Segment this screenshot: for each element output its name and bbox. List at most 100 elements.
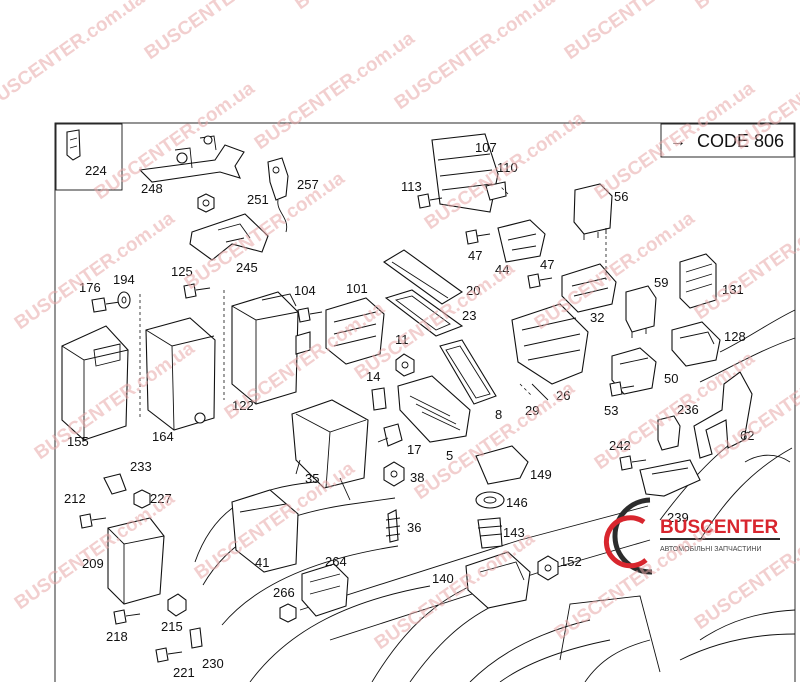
part-146 — [475, 491, 505, 509]
label-101: 101 — [346, 281, 368, 296]
label-122: 122 — [232, 398, 254, 413]
watermark-text: BUSCENTER.com.ua — [391, 0, 559, 114]
label-242: 242 — [609, 438, 631, 453]
label-264: 264 — [325, 554, 347, 569]
part-labels: 224 248 251 257 245 107 110 113 56 47 44… — [64, 140, 754, 680]
part-122 — [231, 291, 311, 405]
label-5: 5 — [446, 448, 453, 463]
watermark-text: BUSCENTER.com.ua — [291, 0, 459, 14]
label-266: 266 — [273, 585, 295, 600]
label-143: 143 — [503, 525, 525, 540]
label-251: 251 — [247, 192, 269, 207]
logo-underline — [660, 538, 780, 540]
label-218: 218 — [106, 629, 128, 644]
label-227: 227 — [150, 491, 172, 506]
leader-lines — [139, 185, 607, 420]
part-125 — [183, 283, 211, 299]
label-50: 50 — [664, 371, 678, 386]
label-209: 209 — [82, 556, 104, 571]
code-806-text: CODE 806 — [697, 131, 784, 151]
label-14: 14 — [366, 369, 380, 384]
code-box — [660, 123, 795, 158]
label-53: 53 — [604, 403, 618, 418]
part-36 — [385, 509, 401, 543]
label-131: 131 — [722, 282, 744, 297]
part-233 — [103, 473, 127, 495]
part-248 — [138, 135, 245, 183]
label-155: 155 — [67, 434, 89, 449]
label-17: 17 — [407, 442, 421, 457]
label-125: 125 — [171, 264, 193, 279]
part-245 — [189, 213, 269, 261]
label-41: 41 — [255, 555, 269, 570]
part-62 — [693, 371, 753, 459]
label-56: 56 — [614, 189, 628, 204]
label-176: 176 — [79, 280, 101, 295]
part-236 — [657, 415, 681, 451]
label-149: 149 — [530, 467, 552, 482]
label-164: 164 — [152, 429, 174, 444]
label-47b: 47 — [540, 257, 554, 272]
label-11: 11 — [395, 332, 409, 347]
label-107: 107 — [475, 140, 497, 155]
part-59 — [625, 285, 657, 338]
part-143 — [477, 517, 503, 549]
part-38 — [383, 461, 405, 487]
part-227 — [133, 489, 151, 509]
label-224: 224 — [85, 163, 107, 178]
part-152 — [537, 555, 559, 581]
watermark-text: BUSCENTER.com.ua — [691, 0, 800, 14]
label-221: 221 — [173, 665, 195, 680]
logo-brand-text: BUSCENTER — [660, 517, 779, 538]
part-17 — [377, 423, 403, 447]
part-239 — [639, 459, 701, 497]
label-8: 8 — [495, 407, 502, 422]
label-62: 62 — [740, 428, 754, 443]
part-44 — [497, 219, 546, 263]
inset-box-224 — [55, 123, 123, 191]
part-11 — [395, 353, 415, 377]
watermark-text: BUSCENTER.com.ua — [551, 518, 719, 644]
part-20 — [383, 249, 463, 305]
label-113: 113 — [401, 179, 422, 194]
part-224 — [66, 129, 81, 161]
label-38: 38 — [410, 470, 424, 485]
watermark-text: BUSCENTER.com.ua — [11, 208, 179, 334]
watermark-text: BUSCENTER.com.ua — [0, 0, 149, 114]
watermark-text: BUSCENTER.com.ua — [251, 28, 419, 154]
part-212 — [79, 513, 107, 529]
label-36: 36 — [407, 520, 421, 535]
watermark-text: BUSCENTER.com.ua — [141, 0, 309, 64]
label-35: 35 — [305, 471, 319, 486]
part-53 — [609, 381, 635, 397]
diagram-frame — [54, 122, 796, 682]
part-47b — [527, 273, 553, 289]
label-32: 32 — [590, 310, 604, 325]
part-14 — [371, 387, 387, 411]
part-218 — [113, 609, 141, 625]
label-44: 44 — [495, 262, 509, 277]
label-140: 140 — [432, 571, 454, 586]
part-164 — [145, 317, 216, 431]
part-128 — [671, 321, 721, 367]
label-20: 20 — [466, 283, 480, 298]
part-8 — [439, 339, 497, 405]
part-5 — [397, 375, 471, 443]
part-149 — [475, 445, 529, 485]
part-176 — [91, 297, 121, 313]
part-23 — [384, 289, 464, 337]
label-110: 110 — [497, 160, 518, 175]
part-101 — [325, 297, 385, 365]
label-245: 245 — [236, 260, 258, 275]
part-35 — [291, 399, 369, 501]
part-41 — [231, 489, 299, 573]
part-56 — [573, 183, 613, 240]
label-212: 212 — [64, 491, 86, 506]
part-140 — [465, 551, 531, 609]
part-257 — [267, 157, 289, 233]
part-113 — [417, 193, 443, 209]
label-59: 59 — [654, 275, 668, 290]
part-221 — [155, 647, 183, 663]
label-257: 257 — [297, 177, 319, 192]
